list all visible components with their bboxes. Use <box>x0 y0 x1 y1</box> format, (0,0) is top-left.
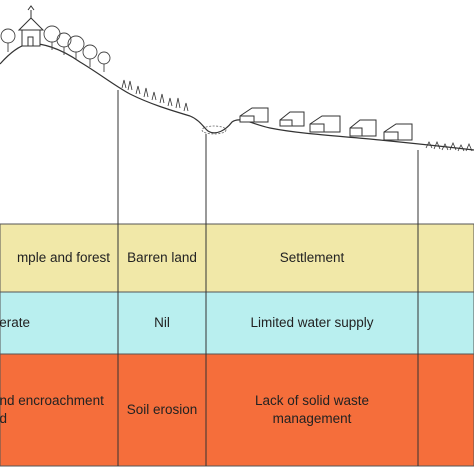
cell-land-use-col1: mple and forest <box>16 249 110 265</box>
grass-icon <box>121 79 473 152</box>
cell-water-col4 <box>418 292 474 354</box>
house-icon <box>239 107 413 141</box>
tree-icon <box>0 25 111 72</box>
pond-icon <box>201 125 227 135</box>
terrain-profile <box>0 43 474 151</box>
row-band-problems <box>0 353 474 467</box>
cell-water-col2: Nil <box>154 314 170 330</box>
cell-problems-col3: Lack of solid waste management <box>254 392 370 426</box>
cell-land-use-col2: Barren land <box>127 249 197 265</box>
cell-land-use-col3: Settlement <box>279 249 345 265</box>
temple-icon <box>17 5 45 47</box>
cell-water-col3: Limited water supply <box>250 314 374 330</box>
cell-water-col1: erate <box>0 314 30 330</box>
cell-problems-col1: and encroachment nd <box>0 392 104 426</box>
cell-problems-col2: Soil erosion <box>126 401 198 417</box>
cell-land-use-col4 <box>418 224 474 292</box>
row-band-land-use <box>0 223 474 293</box>
cell-problems-col4 <box>418 354 474 466</box>
row-band-water <box>0 291 474 355</box>
